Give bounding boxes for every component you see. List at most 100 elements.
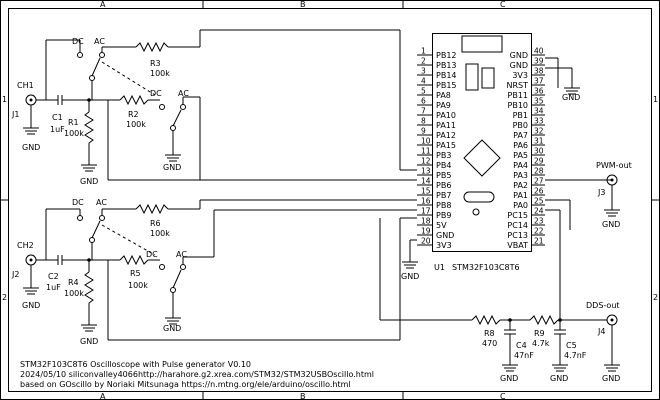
mcu-pin-name-right: NRST xyxy=(506,81,528,90)
j1-label: J1 xyxy=(11,110,19,119)
dds-out-filter xyxy=(380,314,621,372)
column-label-c-top: C xyxy=(500,0,506,9)
j2-label: J2 xyxy=(11,270,19,279)
r3-ref: R3 xyxy=(150,59,161,68)
mcu-pin-name-left: PB3 xyxy=(436,151,451,160)
c4-ref: C4 xyxy=(516,341,527,350)
c2-value: 1uF xyxy=(46,283,61,292)
r9-ref: R9 xyxy=(534,329,545,338)
mcu-pin-name-left: 3V3 xyxy=(436,241,452,250)
sw4-gnd-label: GND xyxy=(163,324,181,333)
sw3-dc-label: DC xyxy=(72,198,84,207)
r4-ref: R4 xyxy=(68,278,79,287)
r6-ref: R6 xyxy=(150,219,161,228)
mcu-pin-number-left: 10 xyxy=(421,137,431,146)
title-line-1: STM32F103C8T6 Oscilloscope with Pulse ge… xyxy=(20,360,251,369)
mcu-pin-number-left: 5 xyxy=(421,87,426,96)
mcu-pin-number-right: 23 xyxy=(534,217,544,226)
mcu-pin-name-left: PB14 xyxy=(436,71,457,80)
c4-value: 47nF xyxy=(514,351,534,360)
mcu-pin-number-left: 18 xyxy=(421,217,431,226)
mcu-pin-name-right: PA1 xyxy=(513,191,528,200)
r1-gnd-label: GND xyxy=(80,177,98,186)
pwm-out-connector xyxy=(603,174,621,217)
mcu-pin-name-left: PA11 xyxy=(436,121,456,130)
c1-ref: C1 xyxy=(52,113,63,122)
mcu-pin-name-left: PA15 xyxy=(436,141,456,150)
title-line-2: 2024/05/10 siliconvalley4066http://harah… xyxy=(20,370,374,379)
r4-gnd-label: GND xyxy=(80,337,98,346)
sw2-gnd-label: GND xyxy=(163,163,181,172)
mcu-ref: U1 xyxy=(434,263,445,272)
mcu-pin-name-left: PB7 xyxy=(436,191,451,200)
mcu-pin-name-left: GND xyxy=(436,231,454,240)
mcu-pin-name-right: PA0 xyxy=(513,201,528,210)
column-label-b-top: B xyxy=(300,0,306,9)
mcu-pin-number-right: 28 xyxy=(534,167,544,176)
mcu-pin-number-right: 21 xyxy=(534,237,544,246)
mcu-pin-number-left: 1 xyxy=(421,47,426,56)
channel-2-circuit xyxy=(22,199,417,341)
c5-ref: C5 xyxy=(566,341,577,350)
mcu-pin-name-right: PC13 xyxy=(507,231,528,240)
c5-value: 4.7nF xyxy=(564,351,587,360)
mcu-pin-name-right: PA6 xyxy=(513,141,528,150)
mcu-pin-name-right: VBAT xyxy=(507,241,528,250)
mcu-pin-name-right: 3V3 xyxy=(512,71,528,80)
row-label-1-left: 1 xyxy=(2,95,7,104)
mcu-pin-name-left: PB12 xyxy=(436,51,457,60)
r8-value: 470 xyxy=(482,339,497,348)
mcu-pin-number-right: 26 xyxy=(534,187,544,196)
mcu-pin-name-left: 5V xyxy=(436,221,447,230)
mcu-pin-number-left: 12 xyxy=(421,157,431,166)
mcu-pin-name-right: PB10 xyxy=(508,101,529,110)
c1-value: 1uF xyxy=(50,125,65,134)
mcu-pin-name-right: PB11 xyxy=(508,91,529,100)
mcu-pin-number-left: 3 xyxy=(421,67,426,76)
mcu-pin-name-left: PB9 xyxy=(436,211,451,220)
mcu-pin-name-right: PA2 xyxy=(513,181,528,190)
mcu-gnd-bottom-label: GND xyxy=(401,272,419,281)
mcu-pin-number-left: 11 xyxy=(421,147,431,156)
row-label-2-right: 2 xyxy=(653,293,658,302)
mcu-pin-number-left: 8 xyxy=(421,117,426,126)
mcu-pin-name-left: PA10 xyxy=(436,111,456,120)
pwm-out-label: PWM-out xyxy=(596,161,632,170)
r9-value: 4.7k xyxy=(532,339,550,348)
j4-label: J4 xyxy=(597,327,605,336)
r2-value: 100k xyxy=(126,120,146,129)
c5-gnd-label: GND xyxy=(550,374,568,383)
r4-value: 100k xyxy=(64,289,84,298)
mcu-pin-name-right: GND xyxy=(510,61,528,70)
j3-gnd-label: GND xyxy=(602,220,620,229)
mcu-pin-name-right: PA4 xyxy=(513,161,528,170)
mcu-pin-number-left: 20 xyxy=(421,237,431,246)
mcu-pin-number-right: 27 xyxy=(534,177,544,186)
mcu-pin-number-left: 17 xyxy=(421,207,431,216)
dds-out-label: DDS-out xyxy=(586,301,620,310)
j4-gnd-label: GND xyxy=(602,374,620,383)
mcu-pin-name-right: PA5 xyxy=(513,151,528,160)
mcu-gnd-top-label: GND xyxy=(562,93,580,102)
mcu-pin-number-right: 32 xyxy=(534,127,544,136)
mcu-pin-number-left: 9 xyxy=(421,127,426,136)
sw3-ac-label: AC xyxy=(96,198,107,207)
r1-ref: R1 xyxy=(68,118,79,127)
title-line-3: based on GOscillo by Noriaki Mitsunaga h… xyxy=(20,380,351,389)
ch1-label: CH1 xyxy=(17,81,34,90)
mcu-pin-number-left: 4 xyxy=(421,77,426,86)
mcu-pin-number-right: 30 xyxy=(534,147,544,156)
mcu-pin-number-left: 16 xyxy=(421,197,431,206)
mcu-pin-number-right: 38 xyxy=(534,67,544,76)
mcu-pin-number-right: 40 xyxy=(534,47,544,56)
j2-gnd-label: GND xyxy=(22,301,40,310)
mcu-pin-name-left: PB13 xyxy=(436,61,457,70)
mcu-pin-number-left: 7 xyxy=(421,107,426,116)
mcu-pin-name-right: PB0 xyxy=(513,121,528,130)
mcu-pin-name-left: PB5 xyxy=(436,171,451,180)
mcu-pin-name-right: PB1 xyxy=(513,111,528,120)
mcu-pin-name-right: PC14 xyxy=(507,221,528,230)
mcu-pin-number-right: 31 xyxy=(534,137,544,146)
